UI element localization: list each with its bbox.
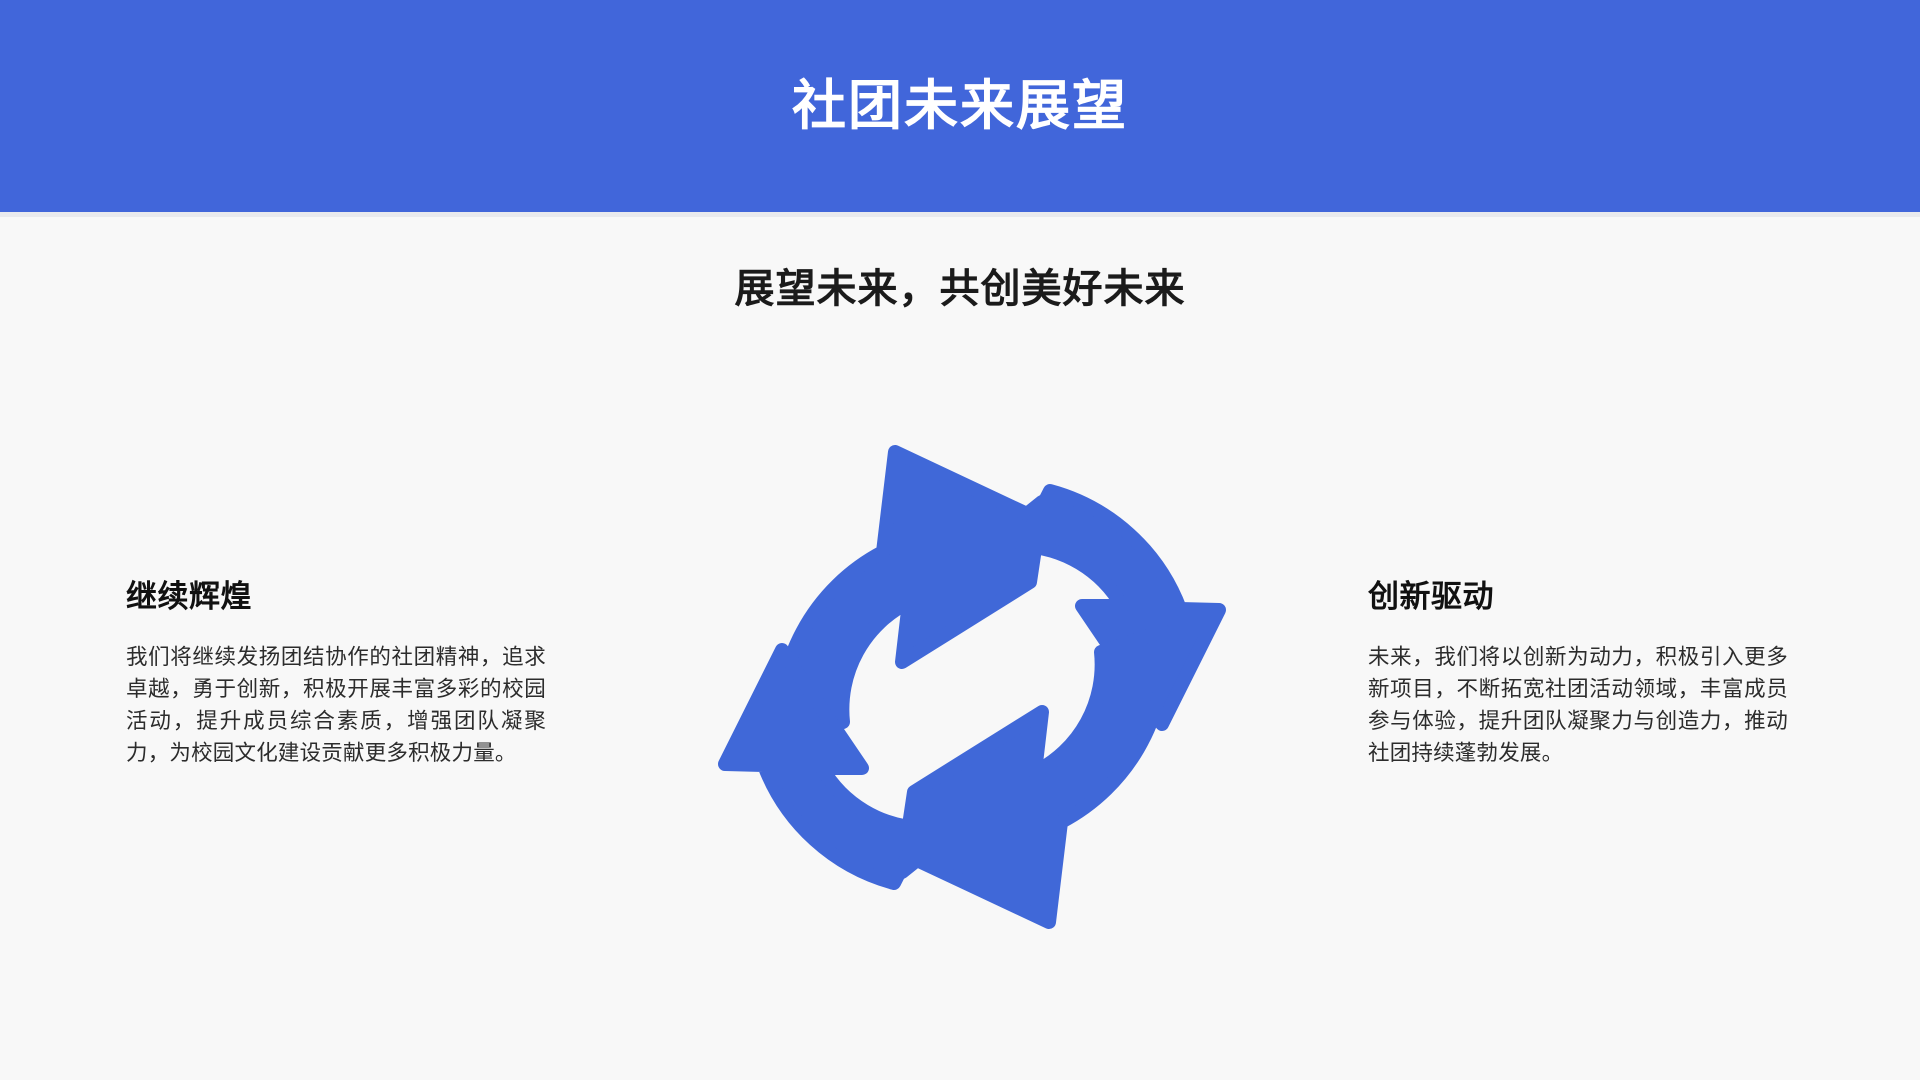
slide-subtitle: 展望未来，共创美好未来 [734,267,1186,311]
cycle-arrow-bottom-left [718,643,929,890]
right-column-body: 未来，我们将以创新为动力，积极引入更多新项目，不断拓宽社团活动领域，丰富成员参与… [1368,644,1788,765]
right-text-column: 创新驱动 未来，我们将以创新为动力，积极引入更多新项目，不断拓宽社团活动领域，丰… [1368,578,1868,769]
header-divider [0,212,1920,217]
cycle-diagram [712,422,1232,952]
left-column-body: 我们将继续发扬团结协作的社团精神，追求卓越，勇于创新，积极开展丰富多彩的校园活动… [126,644,546,765]
page-title: 社团未来展望 [792,75,1128,136]
cycle-arrow-bottom-right [895,624,1172,929]
left-text-column: 继续辉煌 我们将继续发扬团结协作的社团精神，追求卓越，勇于创新，积极开展丰富多彩… [126,578,626,769]
right-column-heading: 创新驱动 [1368,579,1494,614]
circular-cycle-arrows-icon [718,445,1226,929]
left-column-heading: 继续辉煌 [126,579,252,614]
header-band: 社团未来展望 [0,0,1920,212]
